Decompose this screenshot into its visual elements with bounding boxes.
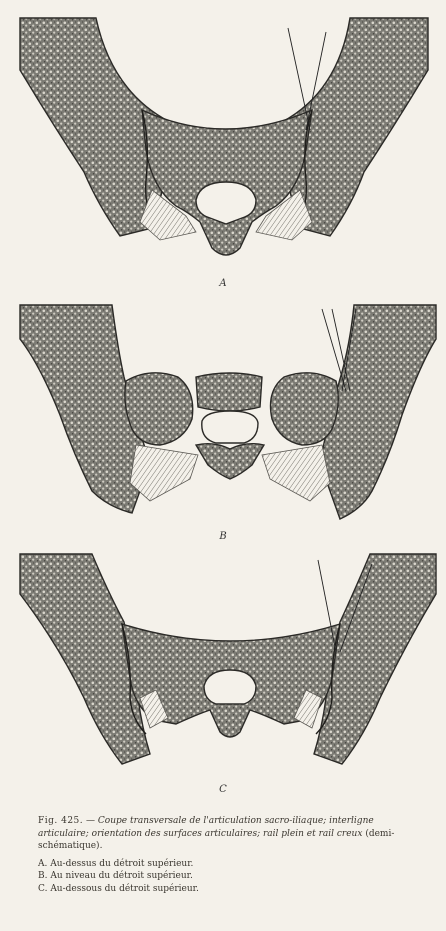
caption-dash: — xyxy=(86,816,95,826)
figure-panel-b: B xyxy=(0,295,446,555)
panel-a-letter: A xyxy=(0,278,446,289)
panel-b-left-sacral-wing xyxy=(125,373,193,445)
panel-b-letter: B xyxy=(0,531,446,542)
panel-b-left-ligament xyxy=(130,445,198,501)
panel-c-letter: C xyxy=(0,784,446,795)
caption-paragraph: Fig. 425. — Coupe transversale de l'arti… xyxy=(38,815,418,853)
legend-item-a: A. Au-dessus du détroit supérieur. xyxy=(38,858,418,871)
legend-key: A. xyxy=(38,859,47,869)
legend-text: Au niveau du détroit supérieur. xyxy=(50,871,192,881)
panel-b-vertebral-body xyxy=(196,373,262,411)
figure-number: Fig. 425. xyxy=(38,816,83,826)
panel-a-illustration xyxy=(0,0,446,300)
panel-b-sacral-canal xyxy=(202,411,258,443)
legend-text: Au-dessous du détroit supérieur. xyxy=(50,884,199,894)
panel-c-illustration xyxy=(0,548,446,808)
panel-c-sacral-canal xyxy=(204,670,256,704)
figure-panel-c: C xyxy=(0,548,446,808)
panel-b-illustration xyxy=(0,295,446,555)
legend-key: B. xyxy=(38,871,47,881)
figure-caption: Fig. 425. — Coupe transversale de l'arti… xyxy=(38,815,418,895)
caption-title-lead: Coupe xyxy=(98,816,127,826)
panel-b-right-sacral-wing xyxy=(271,373,339,445)
figure-panel-a: A xyxy=(0,0,446,300)
panel-b-posterior-arch xyxy=(196,444,264,479)
panel-b-right-ligament xyxy=(262,445,330,501)
legend-text: Au-dessus du détroit supérieur. xyxy=(50,859,193,869)
legend-item-b: B. Au niveau du détroit supérieur. xyxy=(38,870,418,883)
legend-key: C. xyxy=(38,884,47,894)
legend-item-c: C. Au-dessous du détroit supérieur. xyxy=(38,883,418,896)
